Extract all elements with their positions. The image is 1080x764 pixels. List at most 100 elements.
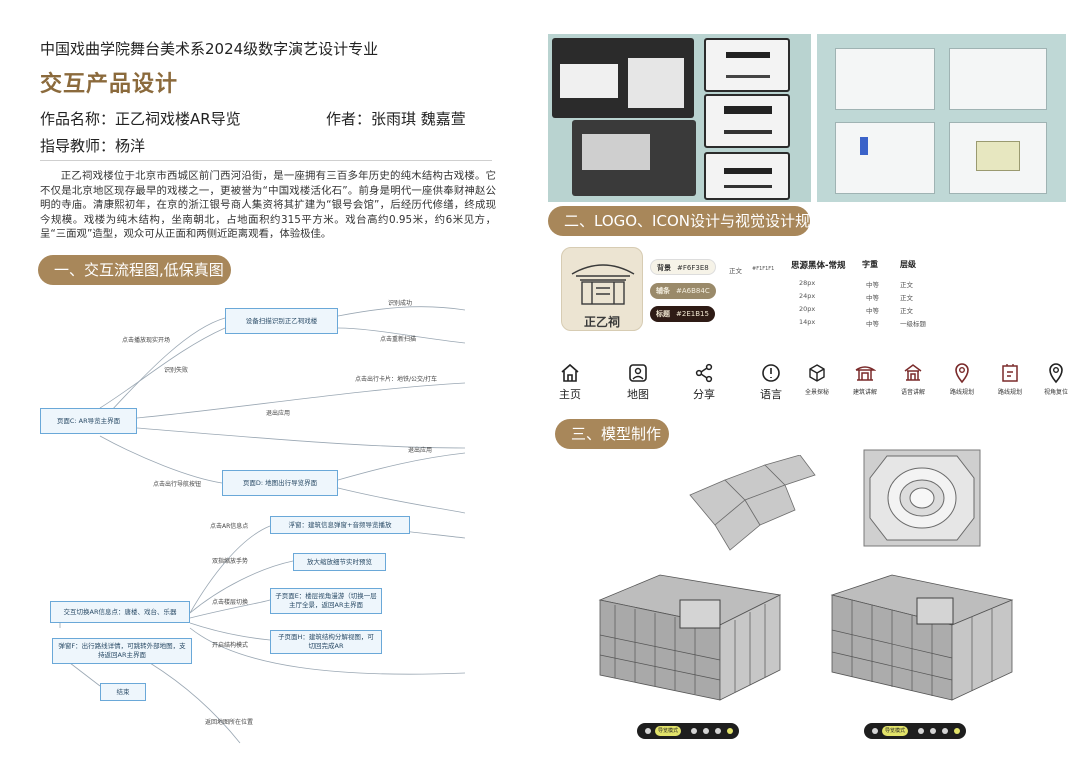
toolbar-button[interactable] [727,728,733,734]
flow-label: 识别成功 [388,300,413,307]
wireframe-screen [949,122,1047,194]
building-explain-icon [855,366,876,381]
font-level: 正文 [900,294,913,302]
icon-label: 语音讲解 [900,389,925,396]
wireframe-screen [835,122,935,194]
flow-box-ar-main: 页面C: AR导览主界面 [40,408,137,434]
font-size: 14px [799,318,816,326]
course-title: 交互产品设计 [40,72,179,97]
swatch-hex: #2E1B15 [676,310,709,318]
font-size: 20px [799,305,816,313]
icon-item-language[interactable]: 语言 [751,362,791,402]
toolbar-button[interactable] [715,728,721,734]
flow-label: 点击AR信息点 [210,523,249,530]
department-line: 中国戏曲学院舞台美术系2024级数字演艺设计专业 [40,40,379,58]
route-plan-icon [955,363,969,384]
screen-mockup [552,38,694,118]
icon-item-home[interactable]: 主页 [550,362,590,402]
icon-label: 地图 [627,388,649,401]
model-toolbar-right[interactable]: 导览模式 [864,723,966,739]
font-col-weight: 字重 [862,260,878,269]
toolbar-button[interactable] [703,728,709,734]
flow-box-info-card: 浮窗：建筑信息弹窗+音频导览播放 [270,516,410,534]
wireframe-accent [976,141,1020,171]
voice-explain-icon [904,364,922,381]
flow-label: 识别失败 [164,367,189,374]
toolbar-button[interactable] [942,728,948,734]
font-level: 一级标题 [900,320,926,328]
icon-item-map[interactable]: 地图 [618,362,658,402]
icon-label: 路线规划 [949,389,974,396]
icon-label: 主页 [559,388,581,401]
pavilion-sketch [724,168,772,188]
toolbar-button[interactable] [645,728,651,734]
flow-box-end: 结束 [100,683,146,701]
work-name: 作品名称：正乙祠戏楼AR导览 [40,110,241,128]
flow-box-zoom: 放大缩放细节实时预览 [293,553,386,571]
logo-pavilion-icon [571,264,635,305]
toolbar-button[interactable] [872,728,878,734]
screen-mockup [582,134,650,170]
ceiling-caisson-model-image [863,449,981,547]
divider [40,160,492,161]
screen-mockup [572,120,696,196]
flow-label: 双指缩放手势 [212,558,249,565]
screen-mockup [560,64,618,98]
home-icon [561,363,579,382]
panorama-icon [809,364,825,382]
icon-item-route-plan[interactable]: 路线规划 [942,362,982,396]
icon-item-locate[interactable]: 视角复位 [1036,362,1076,396]
font-weight: 中等 [866,294,879,302]
font-level: 正文 [900,281,913,289]
font-weight: 中等 [866,281,879,289]
wireframe-screen [949,48,1047,110]
toolbar-button[interactable] [954,728,960,734]
toolbar-button[interactable] [918,728,924,734]
toolbar-mode-toggle[interactable]: 导览模式 [882,726,909,736]
flow-label: 点击出行卡片：地铁/公交/打车 [355,376,438,383]
flow-label: 退出应用 [266,410,291,417]
flow-label: 点击重新扫描 [380,336,417,343]
wireframe-screen [835,48,935,110]
toolbar-mode-toggle[interactable]: 导览模式 [655,726,682,736]
section-heading-flow: 一、交互流程图,低保真图 [38,255,231,285]
lowfi-screens-panel [548,34,811,202]
model-toolbar-left[interactable]: 导览模式 [637,723,739,739]
intro-paragraph: 正乙祠戏楼位于北京市西城区前门西河沿街，是一座拥有三百多年历史的纯木结构古戏楼。… [40,170,496,241]
swatch-label: 标题 [656,310,670,318]
icon-label: 全景探秘 [804,389,829,396]
icon-item-building-explain[interactable]: 建筑讲解 [845,362,885,396]
toolbar-button[interactable] [930,728,936,734]
flow-box-map: 页面D: 地图出行导览界面 [222,470,338,496]
swatch-hex: #F6F3E8 [677,264,709,272]
screen-mockup [628,58,684,108]
flow-box-switch: 交互切换AR信息点：唐楼、戏台、乐器 [50,601,190,623]
section-heading-logo: 二、LOGO、ICON设计与视觉设计规范 [548,206,825,236]
wireframes-panel [817,34,1066,202]
swatch-label: 辅条 [656,287,670,295]
flow-label: 返回地图所在位置 [205,719,254,726]
flow-box-sub-h: 子页面H：建筑结构分解视图，可切回完成AR [270,630,382,654]
icon-label: 视角复位 [1043,389,1068,396]
icon-item-share[interactable]: 分享 [684,362,724,402]
body-color-label: 正文 [729,267,742,275]
font-name: 思源黑体-常规 [791,261,846,271]
icon-item-panorama[interactable]: 全景探秘 [797,362,837,396]
route-plan-icon-2 [1002,364,1018,382]
font-size: 28px [799,279,816,287]
toolbar-button[interactable] [691,728,697,734]
font-weight: 中等 [866,320,879,328]
teacher: 指导教师：杨洋 [40,137,146,155]
flow-box-page-f: 弹窗F：出行路线详情，可跳转外部地图，支持返回AR主界面 [52,638,192,664]
theatre-model-image-right [830,574,1014,701]
font-col-level: 层级 [900,260,916,269]
icon-label: 路线规划 [997,389,1022,396]
icon-item-voice-explain[interactable]: 语音讲解 [893,362,933,396]
icon-label: 分享 [693,388,715,401]
flowchart: 设备扫描识别正乙祠戏楼 页面C: AR导览主界面 页面D: 地图出行导览界面 浮… [40,288,465,758]
font-weight: 中等 [866,307,879,315]
swatch-label: 背景 [657,264,671,272]
screen-mockup [704,94,790,148]
pavilion-sketch [726,52,770,78]
icon-item-route-plan-2[interactable]: 路线规划 [990,362,1030,396]
